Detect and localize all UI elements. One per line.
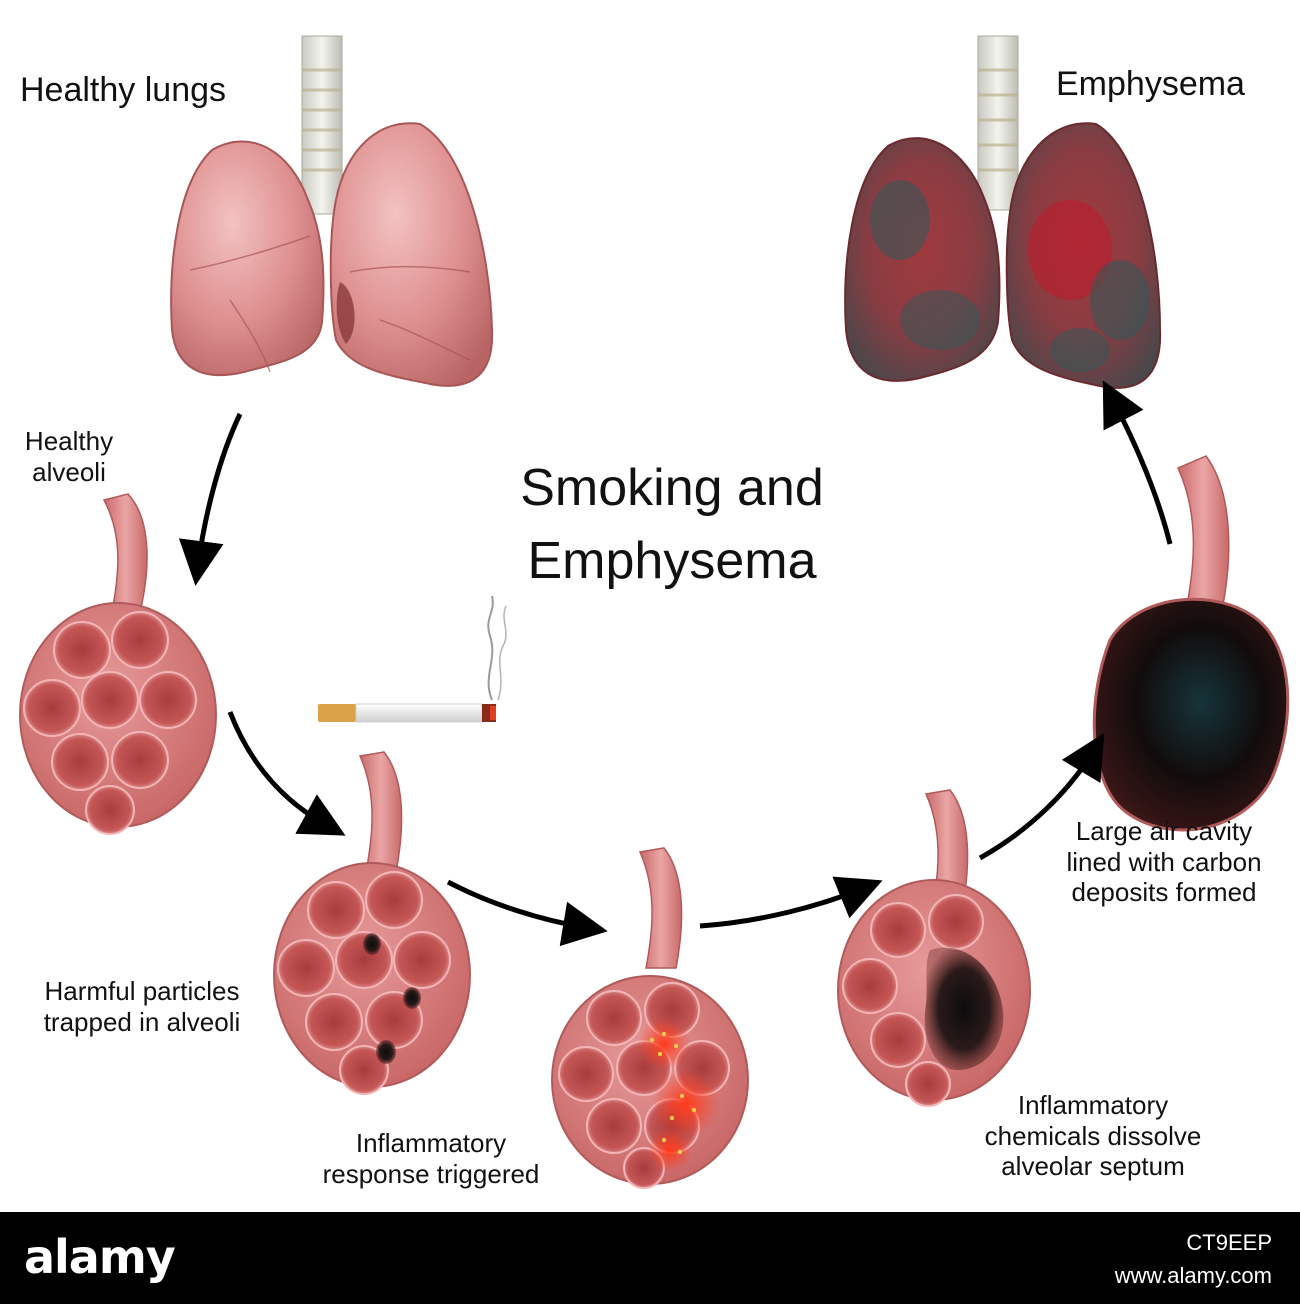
site-url: www.alamy.com	[1114, 1263, 1272, 1288]
arrow-alveoli-to-particles	[227, 711, 346, 836]
particles-alveoli-cluster	[273, 751, 471, 1095]
inflammatory-response-label: Inflammatory response triggered	[296, 1128, 566, 1189]
large-air-cavity-line: deposits formed	[1071, 877, 1257, 908]
inflammatory-chemicals-line: Inflammatory	[1017, 1090, 1169, 1120]
healthy-trachea	[301, 35, 343, 215]
healthy-lungs-label: Healthy lungs	[20, 70, 226, 110]
harmful-particles-line: trapped in alveoli	[43, 1006, 241, 1037]
healthy-lungs-illustration	[170, 35, 494, 387]
emphysema-lungs-illustration	[844, 35, 1162, 389]
inflammatory-response-line: Inflammatory	[355, 1128, 507, 1158]
image-id: CT9EEP	[1186, 1230, 1272, 1255]
healthy-alveoli-line: alveoli	[32, 456, 106, 487]
large-air-cavity-line: lined with carbon	[1066, 846, 1262, 877]
cigarette-illustration	[318, 595, 507, 723]
watermark-bar: alamy CT9EEP www.alamy.com	[0, 1212, 1300, 1304]
healthy-right-lung	[329, 122, 494, 387]
healthy-lungs-text: Healthy lungs	[20, 71, 227, 109]
healthy-alveoli-label: Healthy alveoli	[14, 426, 124, 487]
emphysema-text: Emphysema	[1056, 65, 1245, 103]
emphysema-trachea	[977, 35, 1019, 211]
healthy-left-lung	[170, 140, 325, 377]
large-air-cavity-line: Large air cavity	[1075, 816, 1253, 846]
cavity-alveoli-cluster	[1092, 455, 1290, 832]
arrow-cavity-to-emphysema	[1102, 380, 1173, 545]
dissolving-alveoli-cluster	[837, 789, 1031, 1107]
inflammatory-chemicals-line: alveolar septum	[1001, 1151, 1185, 1182]
emphysema-label: Emphysema	[1056, 64, 1245, 104]
arrow-particles-to-inflammation	[446, 879, 608, 947]
healthy-alveoli-line: Healthy	[24, 426, 114, 456]
alamy-logo: alamy	[24, 1230, 176, 1284]
title-line: Smoking and	[520, 459, 824, 517]
title-line: Emphysema	[527, 531, 817, 590]
arrow-inflammation-to-dissolve	[699, 876, 883, 929]
inflammatory-chemicals-label: Inflammatory chemicals dissolve alveolar…	[962, 1090, 1224, 1182]
page-title: Smoking and Emphysema	[470, 452, 874, 598]
inflammatory-response-line: response triggered	[322, 1158, 540, 1189]
harmful-particles-line: Harmful particles	[44, 976, 240, 1006]
emphysema-diagram	[19, 35, 1290, 1189]
image-id-block: CT9EEP www.alamy.com	[1115, 1226, 1272, 1292]
inflamed-alveoli-cluster	[551, 847, 749, 1189]
harmful-particles-label: Harmful particles trapped in alveoli	[20, 976, 264, 1037]
cycle-arrows	[178, 380, 1173, 947]
healthy-alveoli-cluster	[19, 493, 217, 835]
arrow-dissolve-to-cavity	[978, 732, 1105, 861]
arrow-lungs-to-alveoli	[178, 412, 243, 586]
inflammatory-chemicals-line: chemicals dissolve	[984, 1120, 1202, 1151]
large-air-cavity-label: Large air cavity lined with carbon depos…	[1040, 816, 1288, 908]
